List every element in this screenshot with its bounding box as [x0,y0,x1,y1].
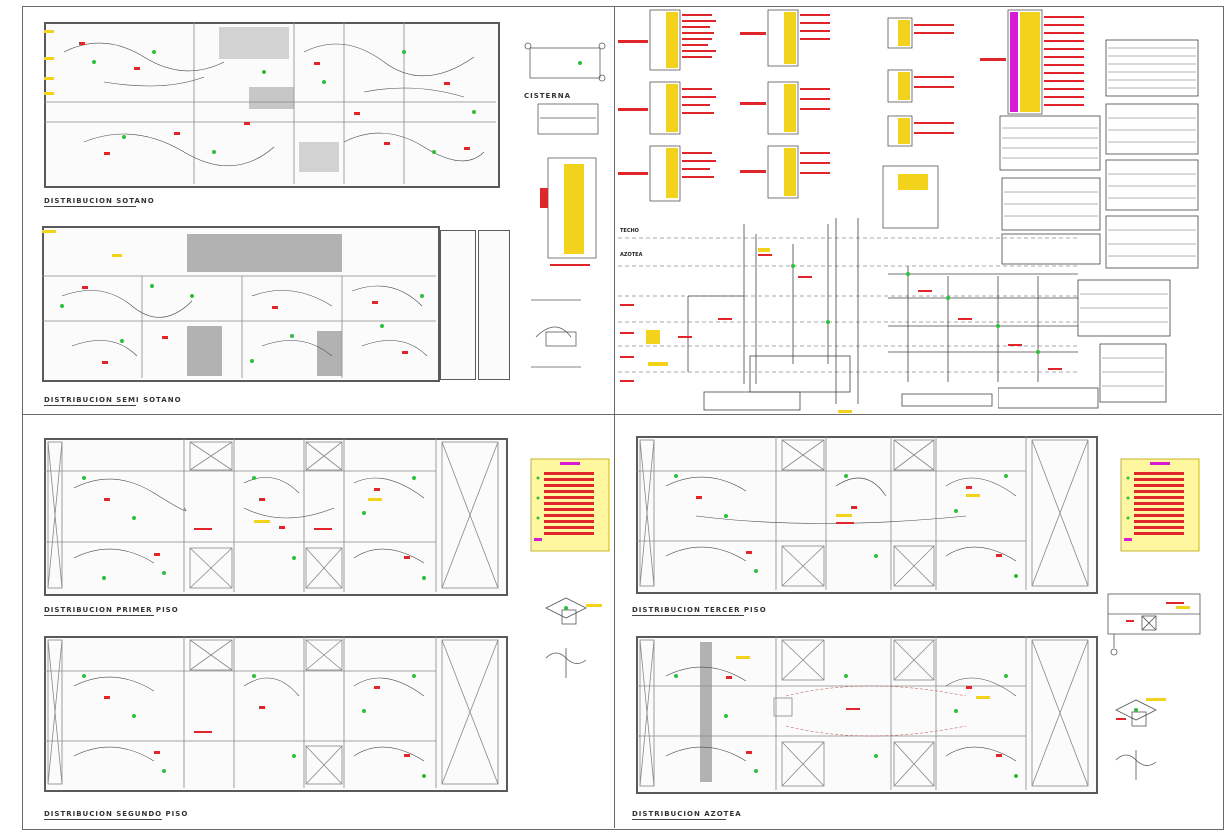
cisterna-label: CISTERNA [524,92,572,100]
plan-title-sotano: DISTRIBUCION SOTANO [44,197,155,205]
plan-azotea [636,636,1098,794]
plan-title-azotea: DISTRIBUCION AZOTEA [632,810,742,818]
riser-diagram [618,218,1080,413]
detail-isometric-right [1115,698,1166,780]
semisotano-circuit-layer [42,230,436,378]
detail-plan-right [1107,593,1201,656]
title-underline [44,615,154,616]
detail-isometric-left [545,597,602,678]
plan-title-segundo: DISTRIBUCION SEGUNDO PISO [44,810,189,818]
plan-semisotano-annex [440,230,476,380]
plan-semisotano-annex-2 [478,230,510,380]
tercer-circuit-layer [636,436,1089,590]
primer-circuit-layer [44,438,499,592]
title-underline [44,819,162,820]
plan-title-semisotano: DISTRIBUCION SEMI SOTANO [44,396,182,404]
vertical-divider [614,6,615,828]
sheet-border [22,6,1224,830]
panel-schedules [618,9,954,229]
title-underline [44,206,136,207]
level-label-azotea: AZOTEA [620,252,643,258]
horizontal-divider [22,414,1222,415]
legend-table-right [1120,458,1200,552]
plan-primer [44,438,508,596]
plan-sotano [44,22,500,188]
plan-title-tercer: DISTRIBUCION TERCER PISO [632,606,767,614]
title-underline [632,819,726,820]
level-label-techo: TECHO [620,228,639,234]
title-block-strip [703,391,993,411]
plan-tercer [636,436,1098,594]
stair-details [531,299,581,368]
azotea-circuit-layer [636,636,1089,790]
title-underline [632,615,744,616]
title-underline [44,405,136,406]
plan-segundo [44,636,508,792]
sotano-circuit-layer [44,22,496,184]
segundo-circuit-layer [44,636,499,788]
cisterna-details [524,42,606,266]
load-tables [998,39,1199,409]
legend-table-left [530,458,610,552]
main-panel-schedule [980,9,1084,115]
plan-title-primer: DISTRIBUCION PRIMER PISO [44,606,179,614]
